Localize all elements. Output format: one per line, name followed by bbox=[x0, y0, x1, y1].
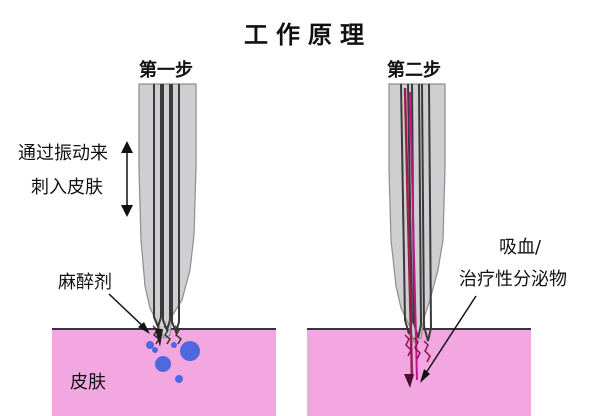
anesthetic-pointer-line bbox=[108, 293, 148, 331]
right-needle-sheath bbox=[388, 83, 446, 343]
secretion-pointer-line bbox=[423, 295, 477, 377]
blood-label: 吸血/ bbox=[499, 237, 542, 258]
step-two-label: 第二步 bbox=[387, 60, 441, 81]
right-needle-strand-1 bbox=[400, 83, 414, 335]
anesthetic-dot-4 bbox=[180, 341, 200, 361]
left-needle-tip-detail-3 bbox=[174, 325, 182, 345]
anesthetic-label: 麻醉剂 bbox=[58, 272, 112, 293]
step-one-label: 第一步 bbox=[139, 60, 193, 81]
vibration-description-line-2: 刺入皮肤 bbox=[31, 177, 103, 198]
therapy-channel-line bbox=[409, 91, 418, 381]
vibration-arrow-up bbox=[121, 141, 133, 153]
anesthetic-dot-5 bbox=[175, 375, 183, 383]
diagram-title: 工作原理 bbox=[244, 21, 372, 49]
anesthetic-dot-3 bbox=[155, 356, 171, 372]
blood-channel-line bbox=[403, 87, 414, 379]
vibration-arrow-down bbox=[121, 205, 133, 217]
right-needle-strand-3 bbox=[421, 83, 433, 342]
left-needle-tip-detail-1 bbox=[152, 325, 160, 345]
left-needle-strand-1 bbox=[153, 84, 162, 331]
skin-label: 皮肤 bbox=[70, 372, 106, 393]
therapy-secretion-label: 治疗性分泌物 bbox=[459, 269, 567, 290]
vibration-description-line-1: 通过振动来 bbox=[18, 143, 108, 164]
right-needle-tip-detail-2 bbox=[413, 337, 421, 360]
right-needle-dark-point bbox=[404, 374, 414, 388]
right-needle-tip-detail-3 bbox=[423, 340, 431, 363]
anesthetic-dot-2 bbox=[152, 347, 158, 353]
left-needle-dark-point bbox=[155, 329, 163, 347]
skin-right-block bbox=[307, 329, 531, 416]
left-needle-strand-3 bbox=[171, 84, 180, 336]
left-needle-tip-detail-2 bbox=[163, 325, 171, 345]
right-needle-tip-detail-1 bbox=[404, 334, 412, 357]
left-needle-sheath bbox=[138, 83, 197, 339]
anesthetic-dot-1 bbox=[146, 341, 154, 349]
secretion-pointer-head bbox=[420, 369, 430, 383]
anesthetic-pointer-head bbox=[138, 322, 150, 334]
anesthetic-dot-6 bbox=[171, 342, 177, 348]
skin-left-block bbox=[52, 329, 276, 416]
